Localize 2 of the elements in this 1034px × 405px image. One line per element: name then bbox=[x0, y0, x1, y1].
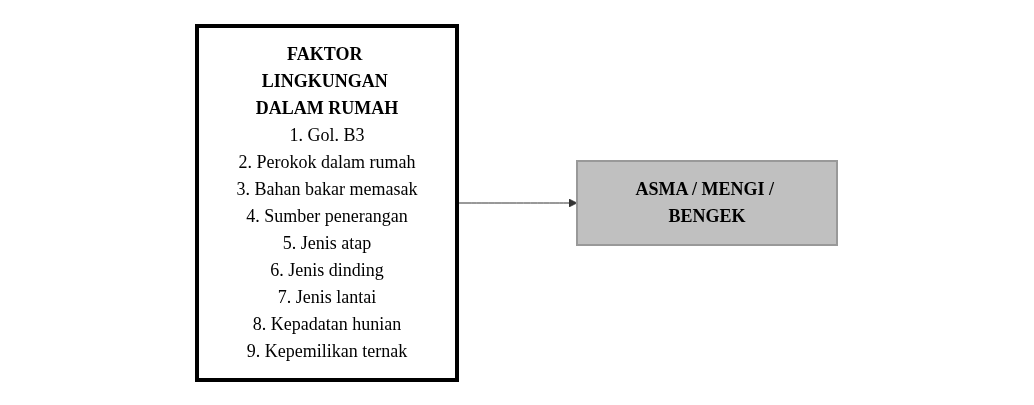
node-box: FAKTOR LINGKUNGAN DALAM RUMAH 1. Gol. B3 2. Perokok dalam rumah 3. Bahan bakar memasak 4. Sumber penerangan 5. Jenis atap 6. Jenis dinding 7. Jenis lantai 8. Kepadatan hunian 9. Kepemilikan ternak bbox=[195, 23, 459, 382]
node-box: ASMA / MENGI / BENGEK bbox=[576, 159, 838, 246]
